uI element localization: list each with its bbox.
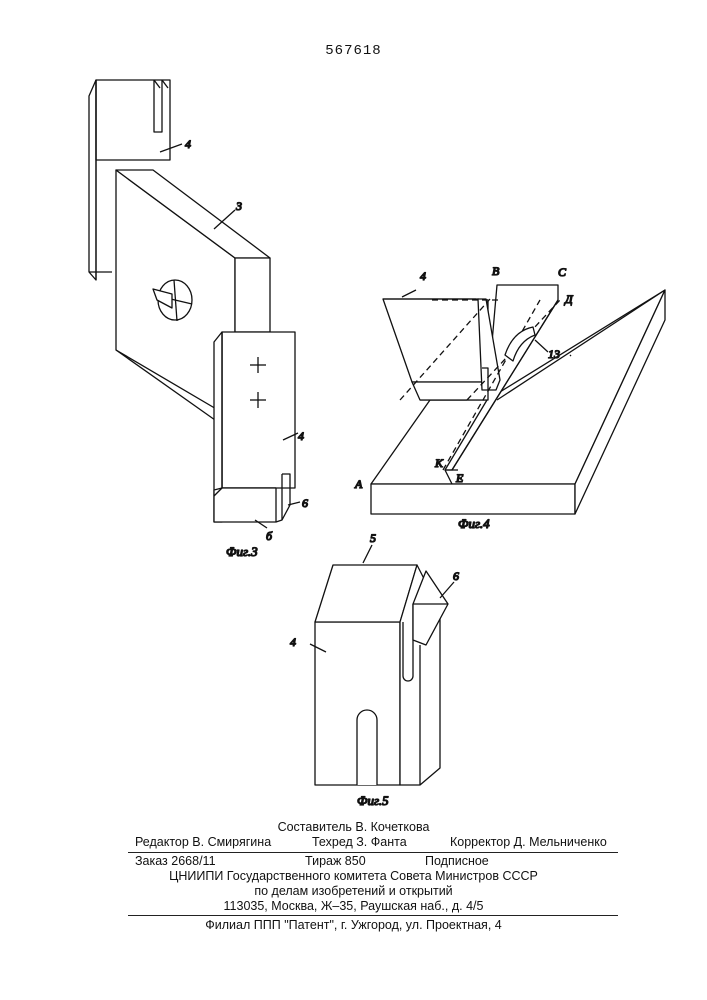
label-fig4-C: С <box>558 265 567 279</box>
label-fig3-b: б <box>266 529 273 543</box>
label-fig4-A: А <box>354 477 363 491</box>
figure-3: 4 3 4 6 б Фиг.3 <box>89 80 308 559</box>
caption-fig5: Фиг.5 <box>357 793 389 808</box>
label-fig3-4-bottom: 4 <box>298 429 304 443</box>
divider-top <box>128 852 618 853</box>
label-fig5-4: 4 <box>290 635 296 649</box>
compiler-line: Составитель В. Кочеткова <box>0 820 707 834</box>
label-fig4-K: К <box>434 456 444 470</box>
order-line: Заказ 2668/11 <box>135 854 216 868</box>
organization-line-2: по делам изобретений и открытий <box>0 884 707 898</box>
circulation-line: Тираж 850 <box>305 854 366 868</box>
organization-line-1: ЦНИИПИ Государственного комитета Совета … <box>0 869 707 883</box>
label-fig4-4: 4 <box>420 269 426 283</box>
divider-bottom <box>128 915 618 916</box>
techeditor-line: Техред З. Фанта <box>312 835 407 849</box>
branch-line: Филиал ППП "Патент", г. Ужгород, ул. Про… <box>0 918 707 932</box>
label-fig4-13: 13 <box>548 347 560 361</box>
label-fig3-6: 6 <box>302 496 308 510</box>
label-fig5-5: 5 <box>370 531 376 545</box>
caption-fig3: Фиг.3 <box>226 544 258 559</box>
label-fig3-4-top: 4 <box>185 137 191 151</box>
label-fig4-E: Е <box>455 471 464 485</box>
caption-fig4: Фиг.4 <box>458 516 490 531</box>
editor-line: Редактор В. Смирягина <box>135 835 271 849</box>
subscription-line: Подписное <box>425 854 489 868</box>
label-fig4-B: В <box>492 264 500 278</box>
figure-4: 4 В С Д 13 А К Е Фиг.4 <box>354 264 665 531</box>
label-fig5-6: 6 <box>453 569 459 583</box>
label-fig4-D: Д <box>564 292 574 306</box>
corrector-line: Корректор Д. Мельниченко <box>450 835 607 849</box>
address-line: 113035, Москва, Ж–35, Раушская наб., д. … <box>0 899 707 913</box>
label-fig3-3: 3 <box>235 199 242 213</box>
figure-5: 5 6 4 Фиг.5 <box>290 531 459 808</box>
